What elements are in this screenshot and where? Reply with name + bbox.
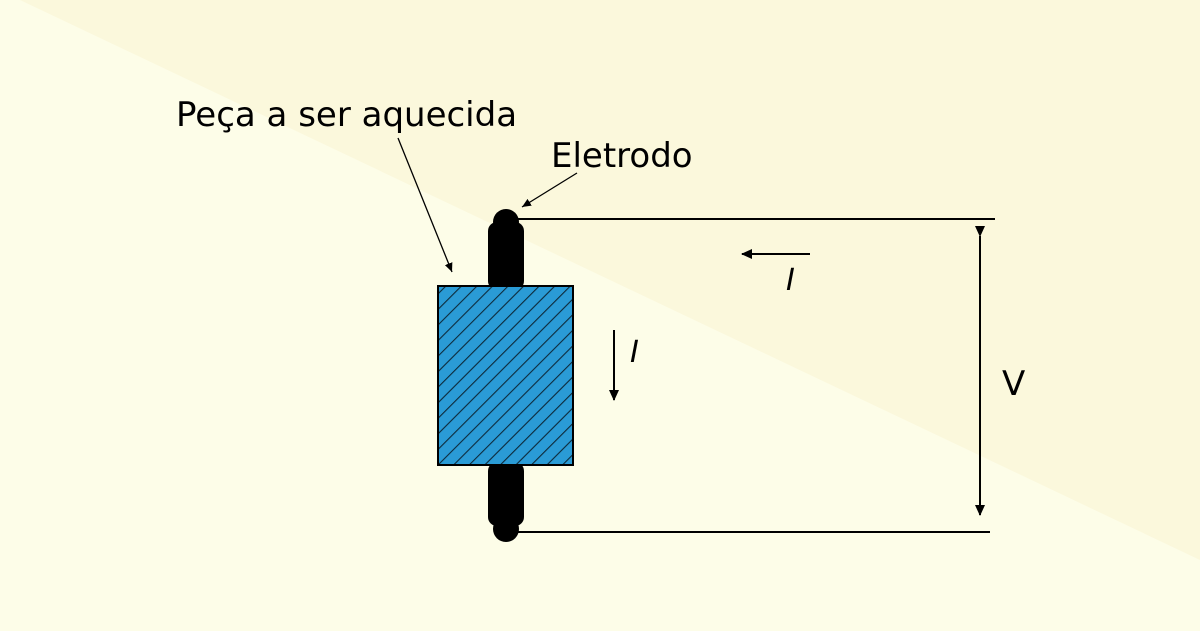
electrode-label: Eletrodo [551, 136, 693, 176]
current-label-side: I [630, 335, 639, 370]
bottom-electrode [488, 462, 524, 542]
current-label-top: I [786, 263, 795, 298]
top-electrode [488, 209, 524, 290]
background-band [20, 0, 1200, 560]
workpiece-block [437, 285, 574, 466]
voltage-label: V [1002, 364, 1025, 404]
workpiece-pointer-arrow [397, 137, 453, 273]
electrode-pointer-arrow [521, 172, 578, 208]
workpiece-label: Peça a ser aquecida [176, 95, 517, 135]
